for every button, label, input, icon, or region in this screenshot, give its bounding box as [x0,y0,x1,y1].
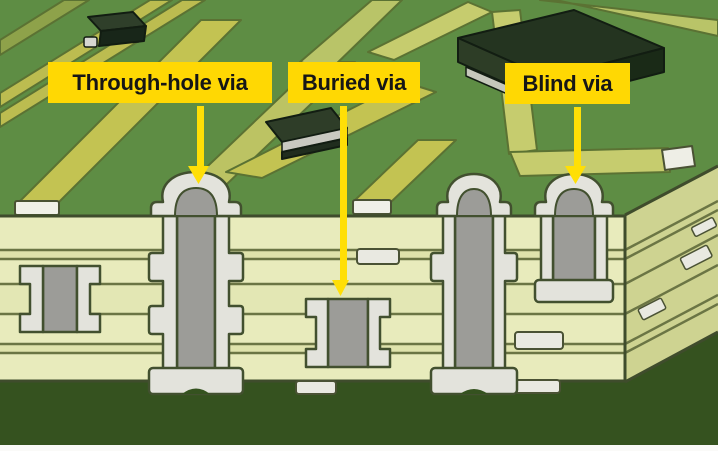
drill-hole-opening [460,389,488,394]
trace-end-cap [14,200,60,215]
trace [0,0,90,56]
arrow-blind-via [565,107,586,184]
label-through-hole-via: Through-hole via [48,62,272,103]
board-side-face [623,164,718,384]
buried-via-left [18,264,102,334]
label-buried-via-text: Buried via [301,69,407,95]
trace [509,147,671,177]
label-blind-via-text: Blind via [522,70,613,96]
side-layer-lines [624,199,718,355]
trace-end-cap [352,199,392,215]
through-hole-via [147,170,245,396]
trace-end-cap [661,145,696,171]
label-buried-via: Buried via [288,62,420,103]
blind-via-bottom-pad [533,278,615,304]
drill-hole-opening [182,388,210,394]
inner-trace-cross-sections [356,248,564,350]
side-trace-cross-sections [637,217,718,321]
frame-bottom-strip [0,445,718,451]
through-hole-via-2 [429,172,519,396]
substrate-layer [0,250,625,259]
arrow-buried-via [332,106,349,296]
arrows [188,106,586,296]
trace [539,0,718,37]
blind-via [533,172,615,304]
buried-via [304,297,392,369]
label-blind-via: Blind via [505,63,630,104]
arrow-through-hole-via [188,106,209,184]
chip-component-small [83,11,147,48]
label-through-hole-via-text: Through-hole via [72,69,248,95]
